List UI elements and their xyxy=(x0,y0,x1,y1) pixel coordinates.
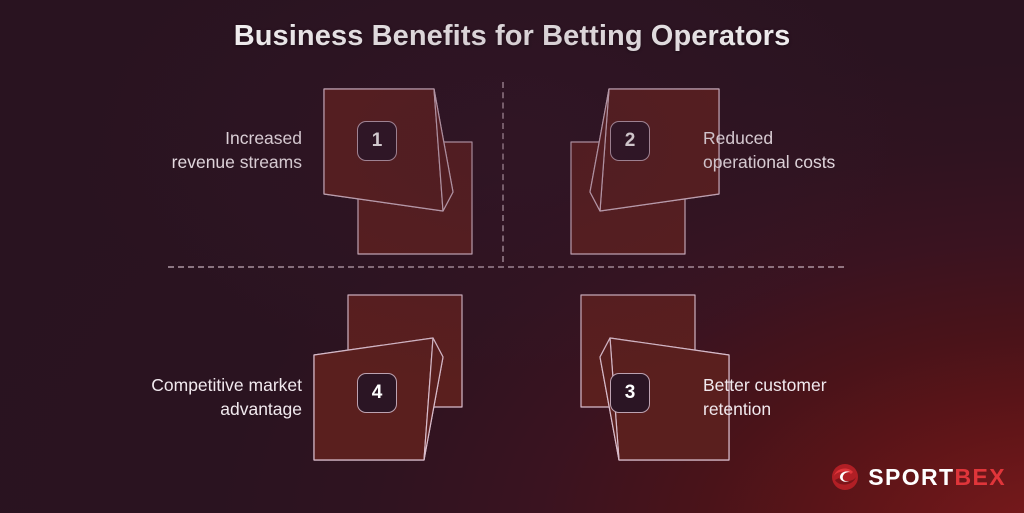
quadrant-4-badge: 4 xyxy=(357,373,397,413)
quadrant-1-label: Increased revenue streams xyxy=(171,128,302,172)
quadrant-3-illustration xyxy=(541,290,731,465)
quadrant-3-label: Better customer retention xyxy=(703,375,827,419)
brand-logo: SPORTBEX xyxy=(831,463,1006,491)
quadrant-2-label: Reduced operational costs xyxy=(703,128,836,172)
quadrant-2-number: 2 xyxy=(624,130,636,151)
quadrant-3-badge: 3 xyxy=(610,373,650,413)
quadrant-1-illustration xyxy=(322,84,512,259)
quadrant-2-illustration xyxy=(531,84,721,259)
quadrant-4-number: 4 xyxy=(371,382,383,403)
quadrant-1-number: 1 xyxy=(371,130,383,151)
horizontal-divider xyxy=(168,266,844,268)
quadrant-4-illustration xyxy=(312,290,502,465)
logo-text-primary: SPORT xyxy=(868,463,955,490)
quadrant-1-badge: 1 xyxy=(357,121,397,161)
swoosh-circle-icon xyxy=(831,463,859,491)
logo-wordmark: SPORTBEX xyxy=(868,463,1006,490)
page-title: Business Benefits for Betting Operators xyxy=(233,20,791,52)
logo-text-accent: BEX xyxy=(954,463,1006,490)
vertical-divider xyxy=(502,82,504,262)
quadrant-2-badge: 2 xyxy=(610,121,650,161)
quadrant-3-number: 3 xyxy=(624,382,636,403)
quadrant-4-label: Competitive market advantage xyxy=(151,375,302,419)
